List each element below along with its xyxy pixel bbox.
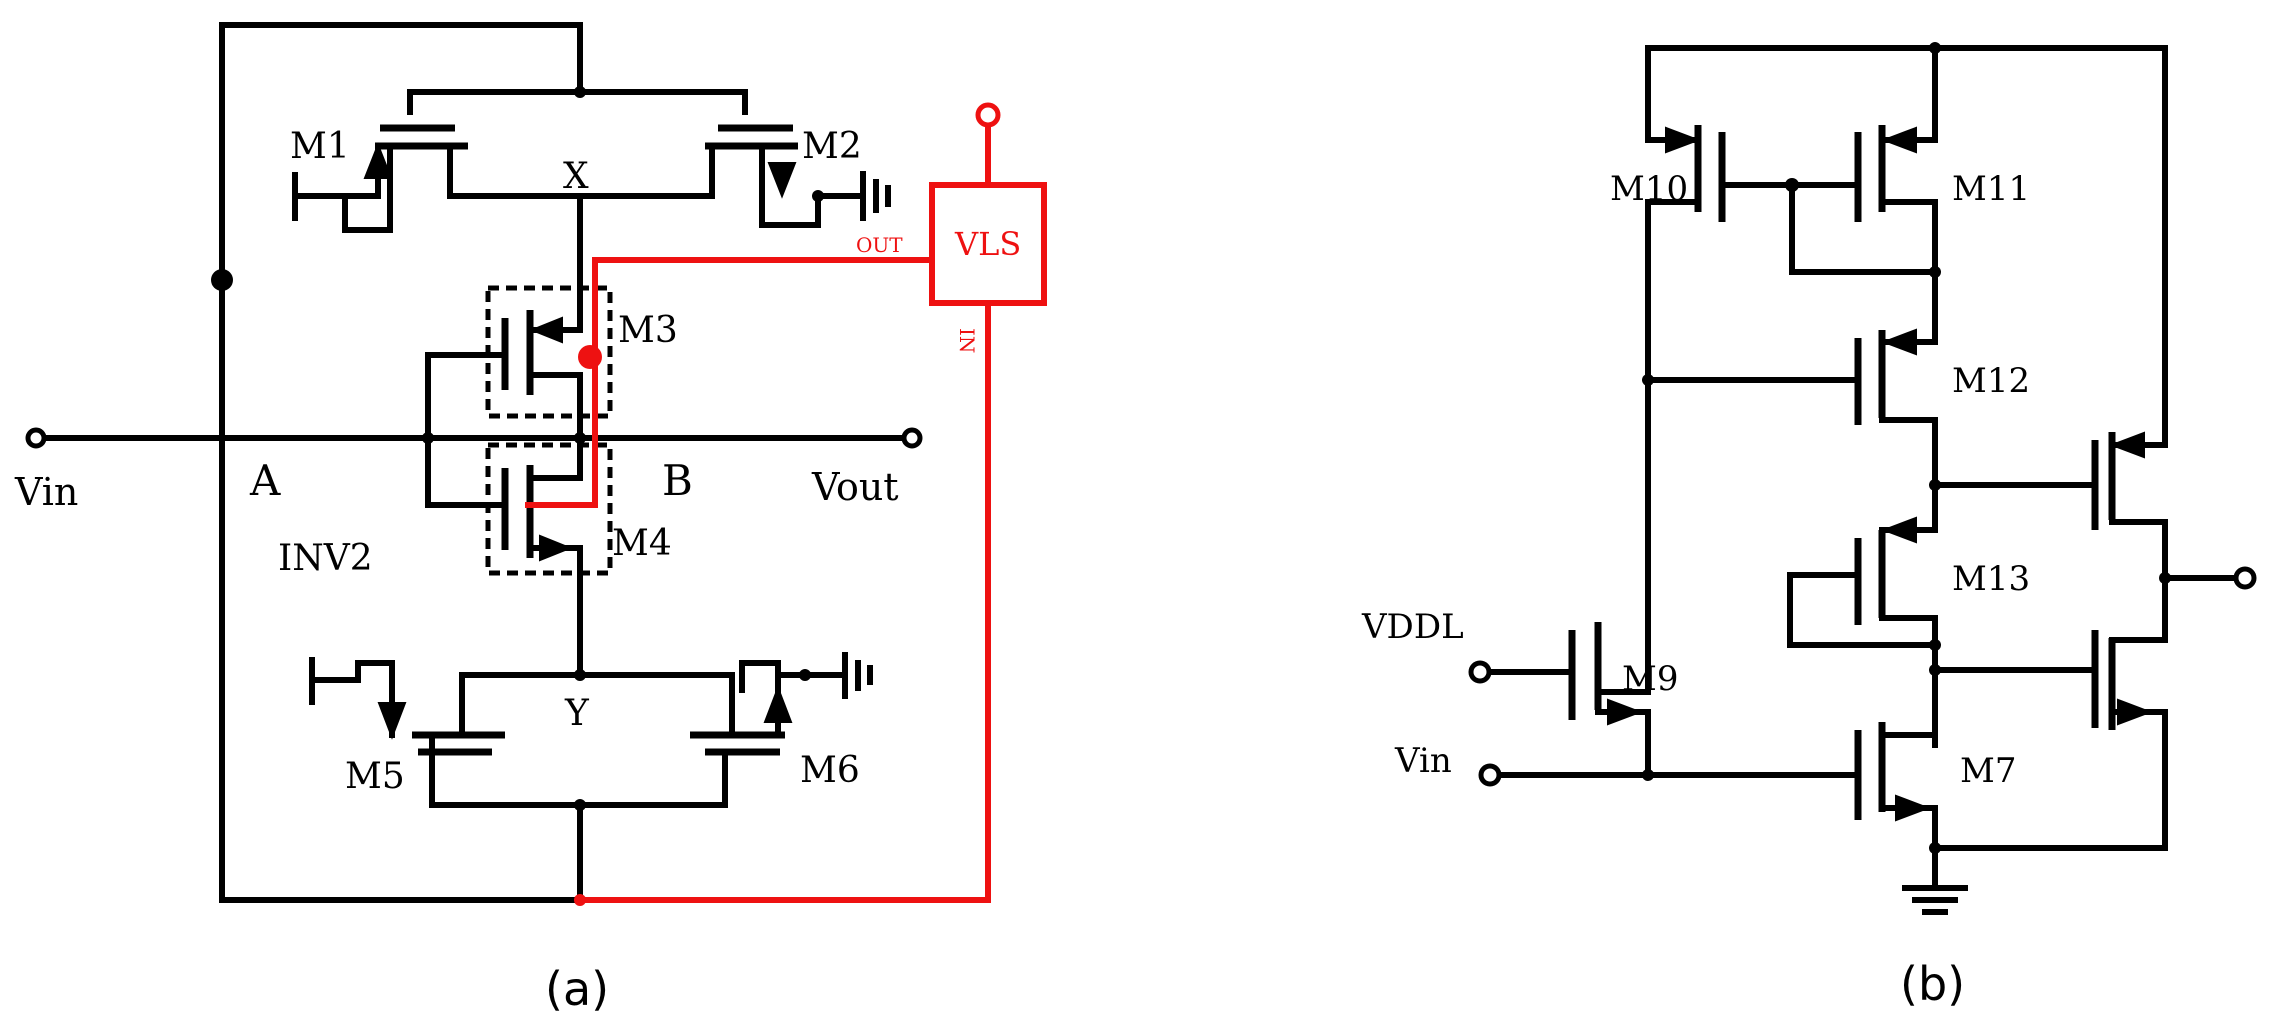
junction-top-bus	[574, 86, 586, 98]
arrow-icon	[1881, 516, 1917, 544]
transistor-m6	[690, 652, 873, 756]
label-m13: M13	[1952, 559, 2030, 599]
transistor-output-pmos	[2091, 431, 2168, 643]
gate-bus-m5-m6	[459, 672, 735, 738]
arrow-icon	[1607, 698, 1643, 726]
vls-in-wire	[577, 300, 991, 903]
label-vout: Vout	[811, 465, 899, 509]
arrow-icon	[377, 702, 407, 740]
top-rail-b-left	[1645, 45, 1683, 143]
transistor-m2	[577, 124, 891, 228]
transistor-m4	[485, 427, 613, 678]
label-vls-in: IN	[955, 328, 979, 353]
arrow-icon	[1881, 126, 1917, 154]
vls-out-wire	[525, 257, 935, 508]
label-m6: M6	[800, 750, 860, 791]
circuit-b: M10 M11 M12 M13 M9 M7 VDDL Vin (b)	[1361, 42, 2257, 1011]
label-vls: VLS	[954, 225, 1021, 263]
caption-a: (a)	[545, 962, 609, 1016]
vls-out-node	[578, 345, 602, 369]
caption-b: (b)	[1900, 957, 1965, 1011]
junction-left-rail	[211, 269, 233, 291]
inv2-gate-wire	[425, 352, 508, 508]
label-vddl: VDDL	[1361, 607, 1464, 647]
label-vls-out: OUT	[856, 233, 903, 257]
label-m11: M11	[1952, 169, 2030, 209]
arrow-icon	[763, 685, 793, 723]
output-terminal-b	[2233, 566, 2257, 590]
arrow-icon	[2117, 698, 2153, 726]
arrow-icon	[1665, 126, 1701, 154]
transistor-m1	[292, 124, 583, 233]
vls-supply-terminal	[975, 102, 1001, 128]
vls-block	[525, 102, 1047, 906]
vin-terminal-b	[1478, 763, 1502, 787]
arrow-icon	[767, 162, 797, 199]
label-m12: M12	[1952, 361, 2030, 401]
top-rail-b	[1645, 45, 2168, 448]
ground-icon	[842, 652, 873, 699]
transistor-output-nmos	[1929, 630, 2168, 851]
label-m2: M2	[802, 126, 862, 167]
label-vin-b: Vin	[1394, 741, 1452, 781]
transistor-m7	[1854, 722, 1941, 888]
label-node-b: B	[662, 456, 693, 505]
left-rail-a	[219, 22, 583, 903]
label-m3: M3	[618, 310, 678, 351]
label-m4: M4	[612, 523, 672, 564]
label-m5: M5	[345, 756, 405, 797]
transistor-m11	[1854, 45, 1941, 318]
vddl-terminal	[1468, 660, 1492, 684]
transistor-m10	[1595, 125, 1726, 695]
label-m10: M10	[1610, 169, 1688, 209]
label-node-x: X	[563, 156, 589, 197]
m11-diode-wire	[1789, 182, 1938, 275]
circuit-a: M1 M2 X M3 M4 M5 M6 Y A B Vin Vout INV2 …	[14, 22, 1047, 1016]
arrow-icon	[1895, 794, 1931, 822]
transistor-m13	[1787, 482, 1941, 748]
transistor-m9	[1482, 622, 1651, 778]
vin-terminal-a	[25, 427, 47, 449]
arrow-icon	[1881, 328, 1917, 356]
arrow-icon	[2109, 431, 2145, 459]
top-rail-a	[219, 22, 583, 95]
label-inv2: INV2	[278, 538, 373, 579]
arrow-icon	[539, 534, 573, 562]
label-vin-a: Vin	[14, 470, 78, 514]
ground-icon	[860, 171, 891, 221]
vout-terminal	[901, 427, 923, 449]
label-m1: M1	[290, 126, 350, 167]
arrow-icon	[363, 142, 393, 179]
transistor-m12	[1642, 312, 1938, 533]
ground-icon	[1902, 885, 1968, 915]
label-m9: M9	[1622, 659, 1678, 699]
label-node-y: Y	[564, 693, 590, 734]
arrow-icon	[529, 316, 563, 344]
label-node-a: A	[249, 456, 281, 505]
label-m7: M7	[1960, 751, 2016, 791]
